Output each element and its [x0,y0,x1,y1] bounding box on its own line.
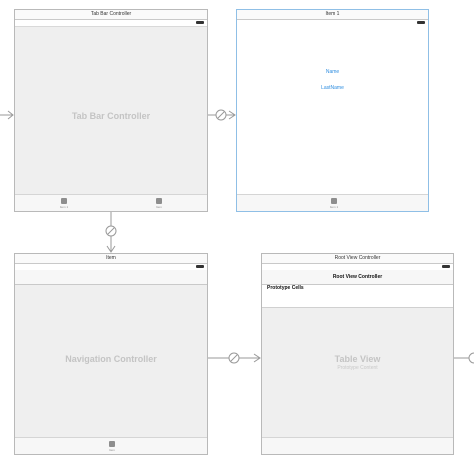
tab-label-item1: Item 1 [59,205,69,209]
tab-square-icon[interactable] [109,441,115,447]
scene-navigation-controller[interactable]: Item Navigation Controller Item [14,253,208,455]
lastname-label[interactable]: LastName [321,85,344,91]
scene-tab-bar-controller[interactable]: Tab Bar Controller Tab Bar Controller It… [14,9,208,212]
name-label[interactable]: Name [325,69,340,75]
segue-arrow-head [228,110,236,120]
scene-root-view-controller[interactable]: Root View Controller Root View Controlle… [261,253,454,455]
tab-bar[interactable]: Item 1 [237,194,428,211]
content-area [15,285,207,438]
status-bar [15,264,207,270]
navigation-bar-title: Root View Controller [262,270,453,285]
battery-icon [442,265,450,268]
tab-bar[interactable]: Item [15,437,207,454]
table-view-sublabel: Prototype Content [337,365,378,371]
content-area [15,27,207,195]
navigation-bar [15,270,207,285]
segue-arrow-head [106,245,116,253]
tab-bar [262,437,453,454]
tab-square-icon[interactable] [331,198,337,204]
scene-title: Root View Controller [262,254,453,264]
table-view[interactable] [262,307,453,438]
segue-relationship-icon [230,354,238,362]
table-view-label: Table View [334,354,381,364]
segue-relationship-icon [107,227,115,235]
segue-relationship-icon [217,111,225,119]
scene-title: Item 1 [237,10,428,20]
prototype-cells-header: Prototype Cells [267,285,304,291]
status-bar [15,20,207,27]
battery-icon [196,265,204,268]
status-bar [237,20,428,26]
tab-label-item: Item [156,205,162,209]
tab-label-item1: Item 1 [329,205,339,209]
battery-icon [196,21,204,24]
tab-square-icon[interactable] [61,198,67,204]
scene-title: Item [15,254,207,264]
tab-square-icon[interactable] [156,198,162,204]
scene-center-label: Tab Bar Controller [71,111,151,121]
tab-bar[interactable]: Item 1 Item [15,194,207,211]
battery-icon [417,21,425,24]
segue-outgoing-icon[interactable] [468,352,474,364]
scene-item1[interactable]: Item 1 Name LastName Item 1 [236,9,429,212]
segue-arrow-head [253,353,261,363]
status-bar [262,264,453,270]
scene-title: Tab Bar Controller [15,10,207,20]
tab-label-item: Item [109,448,115,452]
entry-arrow-head [7,110,14,120]
scene-center-label: Navigation Controller [65,354,157,364]
